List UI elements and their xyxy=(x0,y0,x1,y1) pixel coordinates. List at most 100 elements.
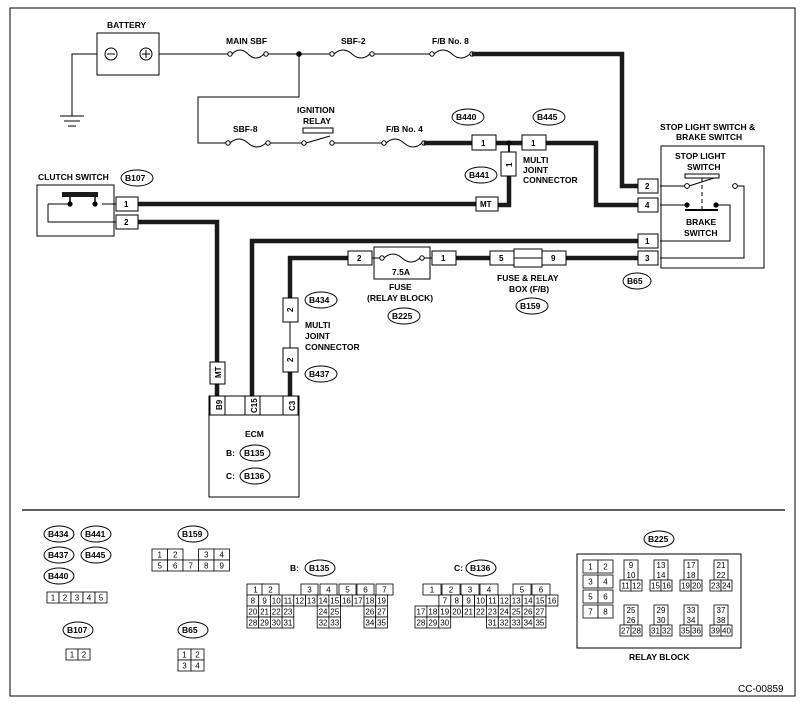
svg-text:B437: B437 xyxy=(48,550,69,560)
pin-number: 19 xyxy=(681,582,690,591)
pin-number: 21 xyxy=(717,561,726,570)
pin-number: 35 xyxy=(681,627,690,636)
pin-number: 3 xyxy=(588,578,593,587)
pin-number: 21 xyxy=(464,608,473,617)
b225-ref: B225 xyxy=(392,311,413,321)
svg-text:1: 1 xyxy=(441,254,446,263)
svg-text:B135: B135 xyxy=(309,563,330,573)
pin-cell xyxy=(597,604,614,619)
pin-number: 33 xyxy=(512,619,521,628)
pin-cell xyxy=(660,579,673,592)
svg-text:JOINT: JOINT xyxy=(305,331,331,341)
multi-joint-b434-b437: 2 2 B434 B437 MULTI JOINT CONNECTOR xyxy=(282,291,360,383)
pin-cell xyxy=(77,648,91,661)
pin-number: 13 xyxy=(307,597,316,606)
pin-number: 39 xyxy=(711,627,720,636)
pin-cell xyxy=(720,579,733,592)
pin-number: 2 xyxy=(173,551,178,560)
pin-number: 34 xyxy=(365,619,374,628)
pin-number: 9 xyxy=(262,597,267,606)
pin-number: 7 xyxy=(189,562,194,571)
svg-text:CONNECTOR: CONNECTOR xyxy=(305,342,360,352)
pin-number: 16 xyxy=(342,597,351,606)
pin-number: 5 xyxy=(345,586,350,595)
pin-number: 15 xyxy=(651,582,660,591)
svg-text:SWITCH: SWITCH xyxy=(684,228,718,238)
pin-number: 35 xyxy=(535,619,544,628)
pin-cell xyxy=(190,659,205,672)
svg-text:B136: B136 xyxy=(470,563,491,573)
wire-clutch-ecm xyxy=(135,219,220,365)
b135-ref-ecm: B135 xyxy=(244,448,265,458)
wire-stop-switch-ecm xyxy=(249,238,641,399)
pin-number: 10 xyxy=(627,571,636,580)
ignition-relay: IGNITION RELAY xyxy=(297,105,335,146)
pin-number: 18 xyxy=(687,571,696,580)
pin-number: 8 xyxy=(204,562,209,571)
b440-connector: 1 B440 xyxy=(451,108,497,151)
pin-number: 15 xyxy=(330,597,339,606)
pin-number: 32 xyxy=(662,627,671,636)
pin-number: 40 xyxy=(722,627,731,636)
pin-cell xyxy=(438,616,452,629)
pin-cell xyxy=(630,579,643,592)
svg-text:2: 2 xyxy=(645,182,650,191)
pin-number: 30 xyxy=(657,616,666,625)
svg-text:BRAKE SWITCH: BRAKE SWITCH xyxy=(676,132,742,142)
pin-number: 31 xyxy=(283,619,292,628)
pin-cell xyxy=(94,591,108,604)
pin-number: 30 xyxy=(272,619,281,628)
svg-text:B440: B440 xyxy=(48,571,69,581)
pin-cell xyxy=(660,624,673,637)
svg-text:1: 1 xyxy=(124,200,129,209)
pin-number: 27 xyxy=(621,627,630,636)
pin-number: 35 xyxy=(377,619,386,628)
pin-number: 23 xyxy=(283,608,292,617)
main-sbf-fuse-icon: MAIN SBF xyxy=(226,36,269,59)
fb4-label: F/B No. 4 xyxy=(386,124,423,134)
pin-number: 10 xyxy=(476,597,485,606)
wire-fuse-b434 xyxy=(287,255,351,301)
pin-number: 17 xyxy=(416,608,425,617)
svg-text:C15: C15 xyxy=(250,398,259,413)
pin-number: 30 xyxy=(440,619,449,628)
pin-number: 5 xyxy=(99,594,104,603)
svg-text:BRAKE: BRAKE xyxy=(686,217,717,227)
pin-number: 6 xyxy=(173,562,178,571)
pin-number: 20 xyxy=(248,608,257,617)
svg-text:(RELAY BLOCK): (RELAY BLOCK) xyxy=(367,293,433,303)
pin-number: 6 xyxy=(363,586,368,595)
svg-text:2: 2 xyxy=(357,254,362,263)
b441-connector: 1 B441 MULTI JOINT CONNECTOR xyxy=(464,151,578,185)
svg-text:B107: B107 xyxy=(67,625,88,635)
svg-text:2: 2 xyxy=(286,307,295,312)
pin-number: 19 xyxy=(377,597,386,606)
svg-text:2: 2 xyxy=(286,357,295,362)
pin-number: 1 xyxy=(182,651,187,660)
pin-cell xyxy=(720,624,733,637)
mt-connector-2: MT xyxy=(209,361,226,385)
pin-cell xyxy=(545,594,559,607)
pin-number: 22 xyxy=(717,571,726,580)
clutch-switch: CLUTCH SWITCH 1 2 B107 xyxy=(36,169,154,237)
svg-text:B:: B: xyxy=(290,563,299,573)
b136-ref-ecm: B136 xyxy=(244,471,265,481)
pin-number: 29 xyxy=(428,619,437,628)
pin-number: 3 xyxy=(204,551,209,560)
pin-number: 3 xyxy=(75,594,80,603)
b107-ref: B107 xyxy=(125,173,146,183)
pin-number: 27 xyxy=(535,608,544,617)
pin-number: 9 xyxy=(629,561,634,570)
pin-number: 28 xyxy=(248,619,257,628)
svg-text:1: 1 xyxy=(531,139,536,148)
svg-text:7.5A: 7.5A xyxy=(392,267,410,277)
svg-text:C3: C3 xyxy=(288,400,297,411)
pin-number: 1 xyxy=(51,594,56,603)
pin-number: 12 xyxy=(295,597,304,606)
b445-ref: B445 xyxy=(537,112,558,122)
pin-number: 13 xyxy=(657,561,666,570)
pin-number: 7 xyxy=(382,586,387,595)
pin-number: 5 xyxy=(158,562,163,571)
